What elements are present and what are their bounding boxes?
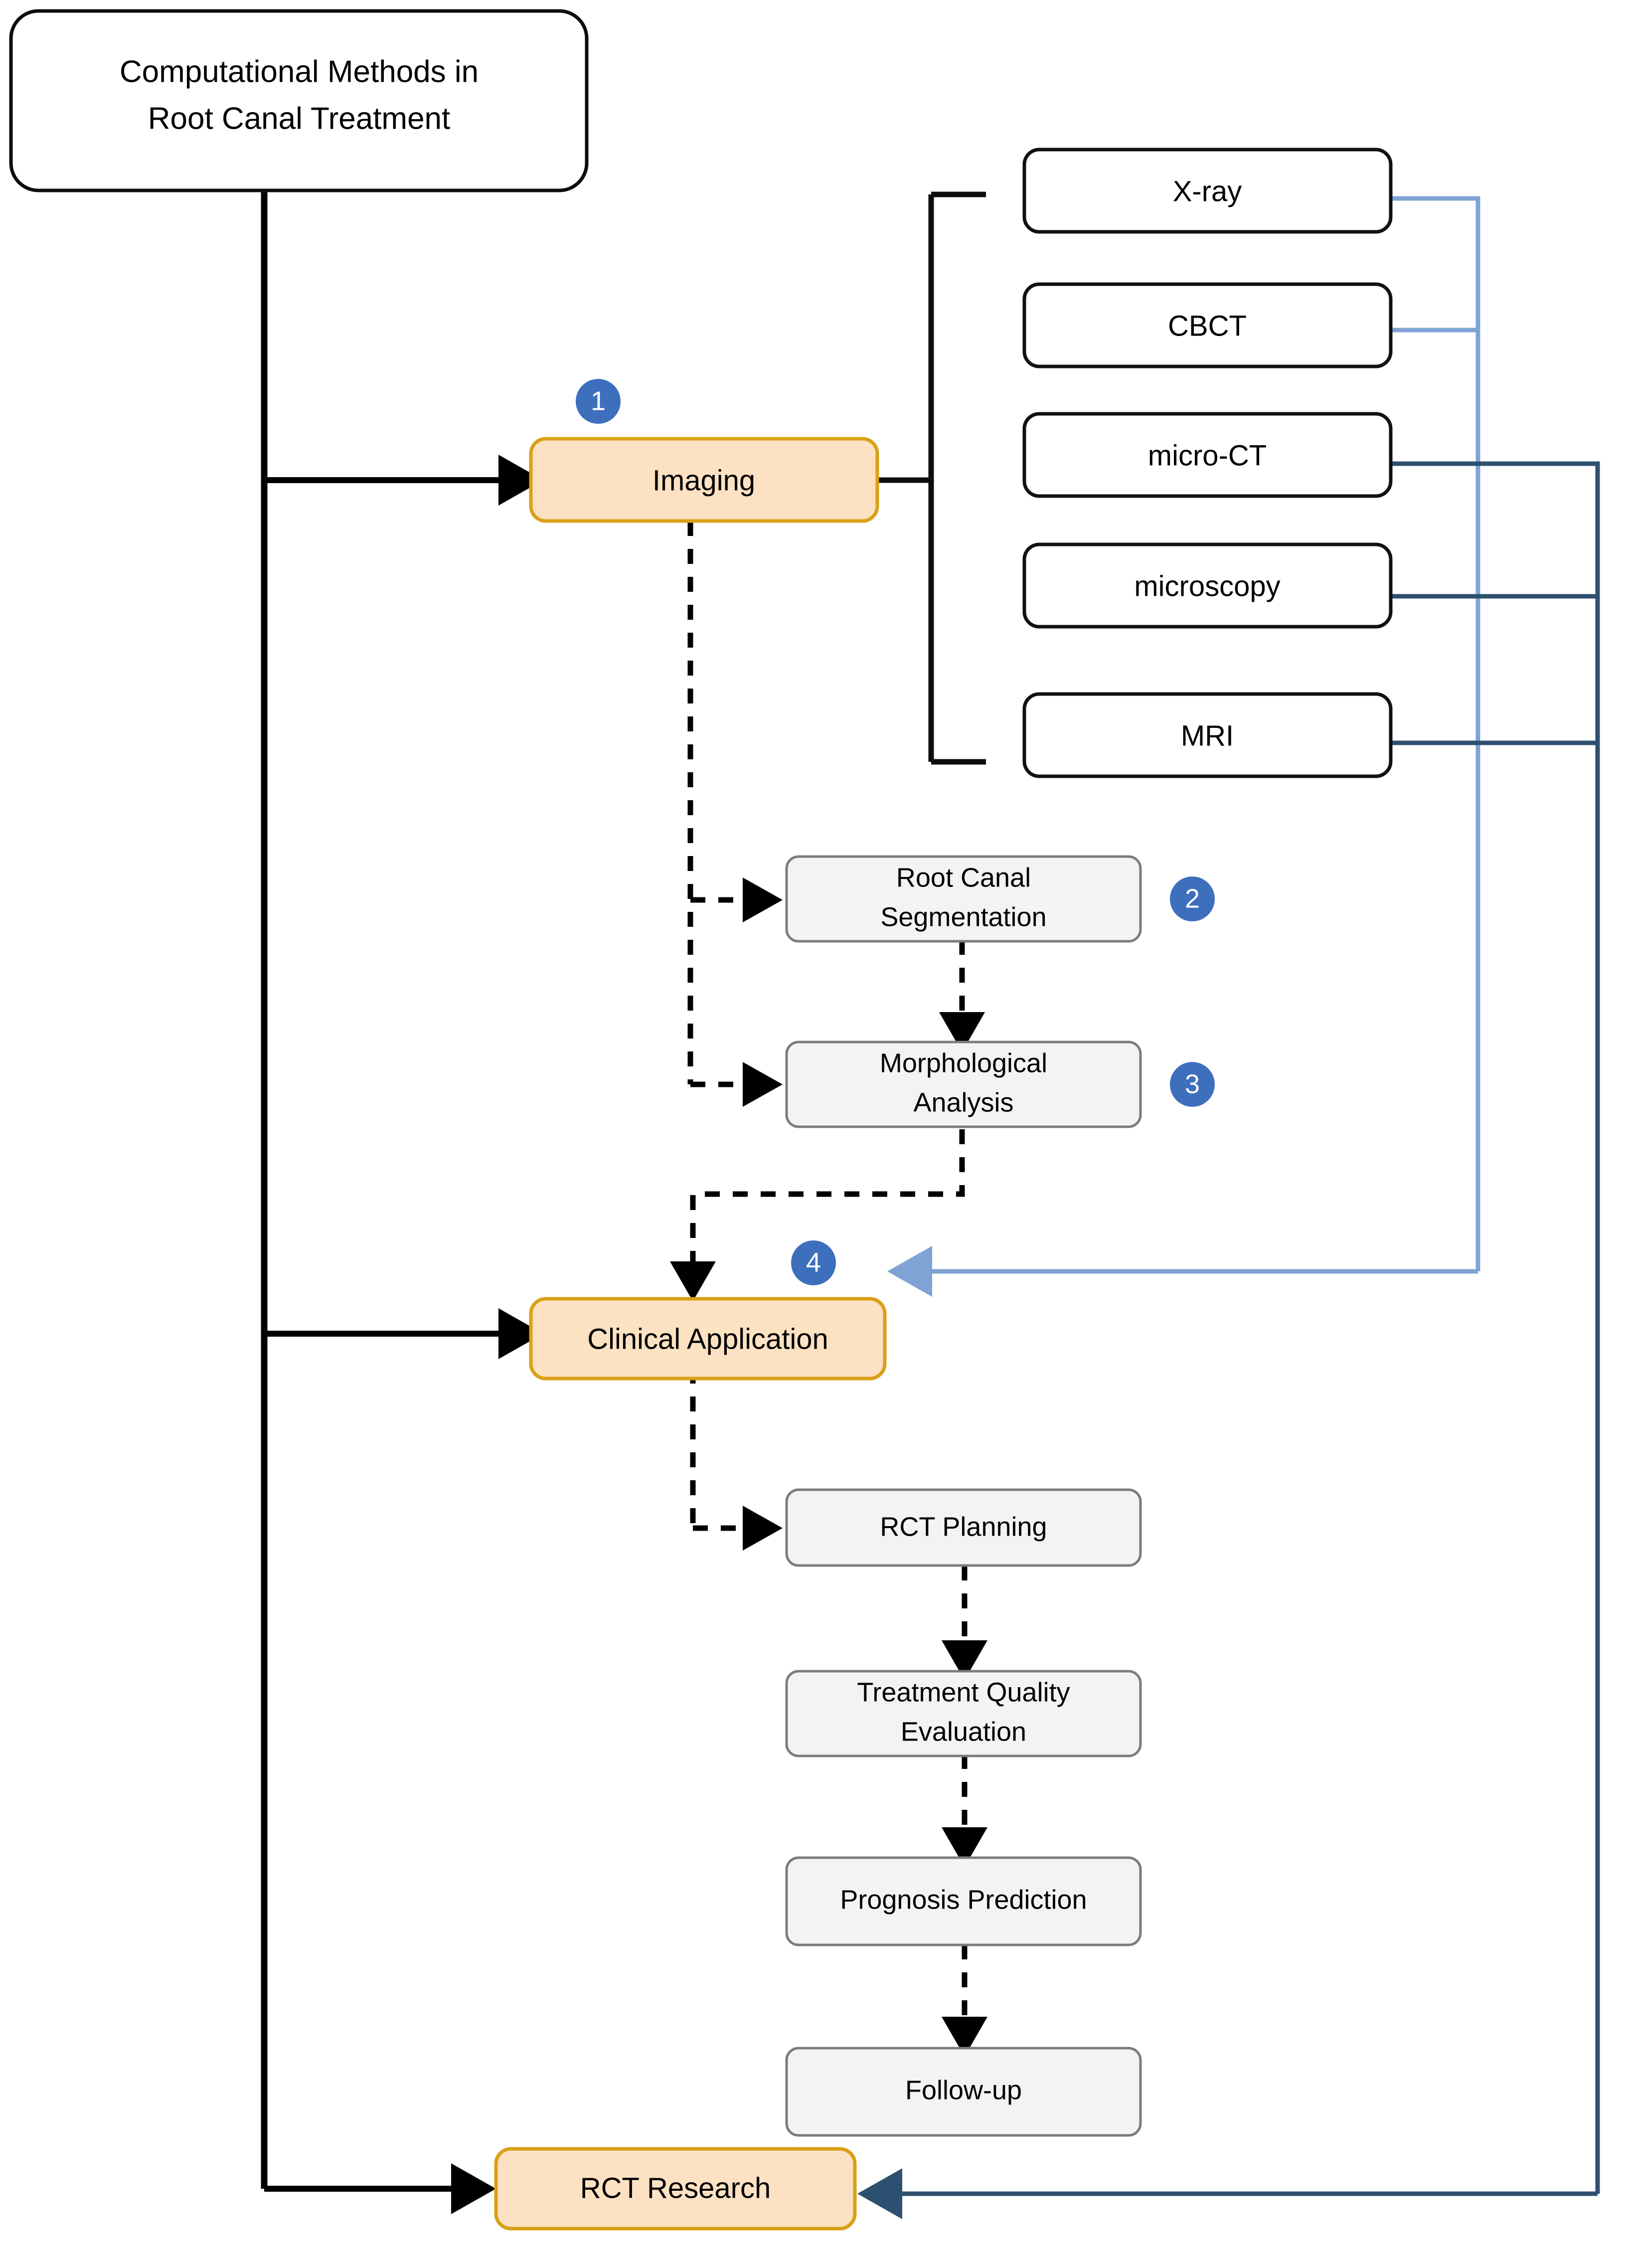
node-modality-cbct[interactable]: CBCT (1022, 282, 1393, 368)
node-rct-research[interactable]: RCT Research (494, 2147, 857, 2231)
segmentation-to-morphological-connector (939, 940, 985, 1052)
badge-imaging-number: 1 (591, 386, 606, 416)
node-modality-xray[interactable]: X-ray (1022, 148, 1393, 234)
evaluation-to-prognosis-connector (942, 1754, 987, 1867)
node-clinical-application[interactable]: Clinical Application (529, 1297, 887, 1381)
node-modality-mri-label: MRI (1181, 719, 1234, 752)
morphological-to-clinical-connector (670, 1129, 965, 1301)
trunk-to-clinical-connector (264, 1308, 543, 1359)
node-modality-microct[interactable]: micro-CT (1022, 412, 1393, 498)
node-treatment-quality-line1: Treatment Quality (857, 1677, 1070, 1707)
node-prognosis-prediction-label: Prognosis Prediction (840, 1885, 1087, 1915)
imaging-to-morphological-connector (690, 1062, 783, 1107)
trunk-to-research-connector (264, 2163, 496, 2214)
node-imaging[interactable]: Imaging (529, 437, 879, 523)
planning-to-evaluation-connector (942, 1566, 987, 1680)
node-morphological-line2: Analysis (913, 1087, 1013, 1117)
node-prognosis-prediction[interactable]: Prognosis Prediction (785, 1856, 1142, 1946)
root-title-line2: Root Canal Treatment (148, 101, 451, 136)
badge-clinical-application: 4 (791, 1240, 836, 1285)
node-rct-research-label: RCT Research (580, 2172, 771, 2204)
node-clinical-application-label: Clinical Application (587, 1323, 828, 1355)
node-imaging-label: Imaging (652, 464, 755, 497)
node-modality-microscopy[interactable]: microscopy (1022, 542, 1393, 629)
node-treatment-quality-line2: Evaluation (901, 1717, 1026, 1746)
node-segmentation-line2: Segmentation (880, 902, 1046, 932)
root-title-box[interactable]: Computational Methods in Root Canal Trea… (9, 9, 589, 192)
badge-clinical-number: 4 (806, 1247, 821, 1277)
badge-segmentation: 2 (1170, 876, 1215, 921)
badge-imaging: 1 (576, 379, 621, 424)
node-treatment-quality-evaluation[interactable]: Treatment Quality Evaluation (785, 1670, 1142, 1757)
imaging-to-segmentation-connector (690, 877, 783, 922)
xray-to-clinical-connector (1391, 196, 1480, 1271)
node-segmentation-line1: Root Canal (896, 863, 1031, 892)
dark-blue-bus-to-research (857, 2168, 1598, 2219)
node-modality-microscopy-label: microscopy (1134, 570, 1280, 602)
imaging-modality-bracket (877, 191, 986, 765)
node-rct-planning-label: RCT Planning (880, 1512, 1047, 1542)
node-modality-microct-label: micro-CT (1148, 439, 1267, 472)
node-followup[interactable]: Follow-up (785, 2047, 1142, 2137)
node-morphological-analysis[interactable]: Morphological Analysis (785, 1041, 1142, 1128)
trunk-to-imaging-connector (264, 455, 543, 506)
root-title-line1: Computational Methods in (120, 54, 479, 89)
node-followup-label: Follow-up (905, 2075, 1022, 2105)
node-modality-mri[interactable]: MRI (1022, 692, 1393, 778)
prognosis-to-followup-connector (942, 1944, 987, 2057)
node-modality-cbct-label: CBCT (1168, 310, 1247, 342)
badge-morphological-number: 3 (1185, 1069, 1200, 1099)
badge-segmentation-number: 2 (1185, 883, 1200, 913)
node-rct-planning[interactable]: RCT Planning (785, 1488, 1142, 1567)
clinical-to-planning-connector (693, 1506, 783, 1551)
microct-to-research-connector (1391, 461, 1600, 2194)
badge-morphological: 3 (1170, 1062, 1215, 1107)
node-modality-xray-label: X-ray (1173, 175, 1242, 207)
node-morphological-line1: Morphological (880, 1048, 1047, 1078)
light-blue-bus-to-clinical (887, 1246, 1478, 1297)
node-root-canal-segmentation[interactable]: Root Canal Segmentation (785, 855, 1142, 943)
